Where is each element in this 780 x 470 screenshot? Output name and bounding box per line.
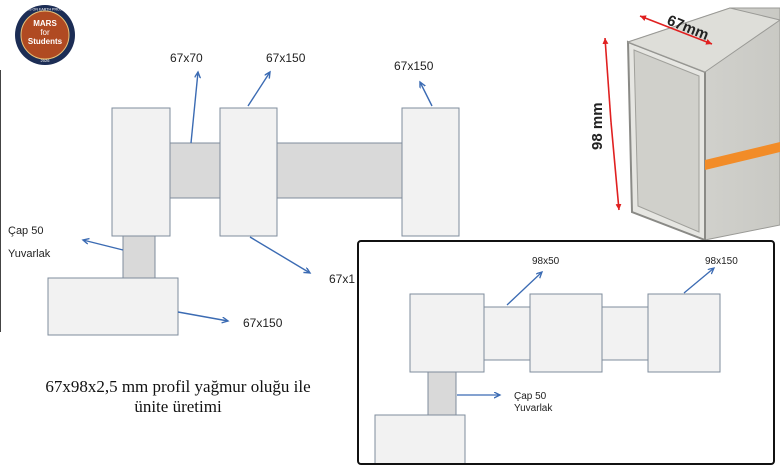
- label-67x150-top-middle: 67x150: [266, 51, 306, 65]
- inset-label-98x50: 98x50: [532, 256, 560, 267]
- left-border-line: [0, 70, 1, 332]
- pipe-horizontal-left: [169, 142, 221, 199]
- box-left-vertical: [111, 107, 171, 237]
- pipe-vertical: [122, 235, 156, 279]
- label-cap50-line1: Çap 50: [8, 225, 43, 237]
- logo-line-students: Students: [28, 37, 63, 46]
- box-bottom-horizontal: [47, 277, 179, 336]
- pipe-horizontal-right: [276, 142, 360, 199]
- inset-box-middle: [529, 293, 603, 373]
- arrow-67x-partial: [249, 236, 310, 273]
- box-middle-vertical: [219, 107, 278, 237]
- inset-arrow-98x150: [683, 268, 714, 294]
- label-cap50-line2: Yuvarlak: [8, 248, 51, 260]
- logo: MARS ON EARTH PROJECT MARS for Students …: [15, 5, 75, 65]
- logo-line-for: for: [40, 28, 50, 37]
- arrow-67x150-top-right: [420, 82, 433, 107]
- profile-inner-opening: [633, 49, 700, 233]
- logo-ring-text: MARS ON EARTH PROJECT: [21, 8, 69, 12]
- main-diagram: 67x70 67x150 Çap 50 Yuvarlak 67x1 67x150: [8, 51, 360, 336]
- profile-render: 67mm 98 mm: [589, 7, 780, 240]
- dim-98mm-arrow: [602, 37, 612, 123]
- arrow-cap50: [83, 240, 124, 251]
- label-67x150-bottom: 67x150: [243, 316, 283, 330]
- inset-arrow-98x50: [506, 272, 542, 306]
- caption-line1: 67x98x2,5 mm profil yağmur oluğu ile: [45, 377, 311, 396]
- inset-diagram: 98x50 98x150 Çap 50 Yuvarlak: [374, 256, 738, 463]
- label-67x150-top-right: 67x150: [394, 59, 434, 73]
- box-right-vertical-shape: [401, 107, 460, 237]
- caption: 67x98x2,5 mm profil yağmur oluğu ile üni…: [8, 377, 348, 417]
- inset-pipe-vertical: [427, 371, 457, 416]
- inset-pipe-right: [601, 306, 649, 361]
- caption-line2: ünite üretimi: [134, 397, 222, 416]
- profile-weld-stripe: [705, 142, 780, 170]
- logo-year: 2026: [41, 58, 51, 63]
- arrow-67x150-bottom: [177, 311, 228, 321]
- main-diagram-right: 67x150: [360, 59, 460, 237]
- arrow-67x70: [190, 72, 198, 144]
- inset-label-98x150: 98x150: [705, 256, 738, 267]
- inset-pipe-left: [483, 306, 531, 361]
- inset-panel: 98x50 98x150 Çap 50 Yuvarlak: [357, 240, 775, 465]
- dim-98mm-label: 98 mm: [589, 102, 606, 150]
- inset-box-right: [647, 293, 721, 373]
- dim-98mm-arrow-b: [610, 121, 622, 211]
- profile-top-edge: [626, 7, 780, 73]
- logo-line-mars: MARS: [33, 19, 57, 28]
- inset-box-left: [409, 293, 485, 373]
- label-67x-partial: 67x1: [329, 272, 355, 286]
- inset-label-cap50-line1: Çap 50: [514, 391, 547, 402]
- arrow-67x150-top-middle: [247, 72, 270, 107]
- dim-67mm-arrow: [639, 15, 677, 31]
- pipe-horizontal-right-end: [360, 142, 403, 199]
- label-67x70: 67x70: [170, 51, 203, 65]
- inset-box-bottom: [374, 414, 466, 463]
- dim-67mm-arrow-b: [675, 29, 713, 45]
- inset-label-cap50-line2: Yuvarlak: [514, 403, 553, 414]
